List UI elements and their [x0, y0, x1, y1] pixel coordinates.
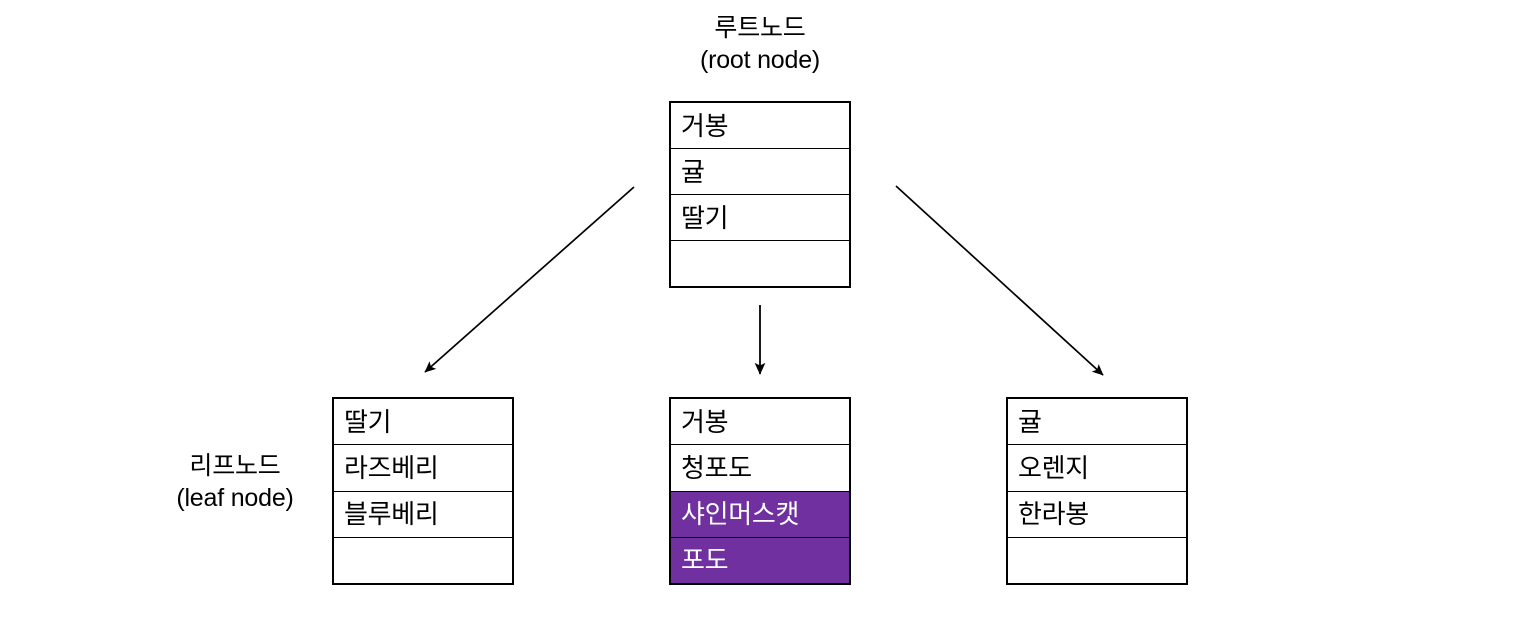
root-node-cell-1: 귤	[671, 149, 849, 195]
leaf-node-right-cell-3	[1008, 537, 1186, 583]
root-node-cell-2: 딸기	[671, 195, 849, 241]
root-node-caption-english: (root node)	[699, 46, 821, 74]
leaf-node-middle-cell-0: 거봉	[671, 399, 849, 446]
root-node-cell-0: 거봉	[671, 103, 849, 149]
leaf-node-right-cell-1: 오렌지	[1008, 445, 1186, 492]
leaf-node-caption-english: (leaf node)	[176, 484, 294, 512]
leaf-node-middle-cell-2: 샤인머스캣	[671, 491, 849, 538]
root-node-caption-korean: 루트노드	[714, 14, 806, 42]
leaf-node-left-cell-0: 딸기	[334, 399, 512, 446]
leaf-node-left-cell-2: 블루베리	[334, 491, 512, 538]
leaf-node-caption: 리프노드 (leaf node)	[140, 450, 330, 514]
leaf-node-middle-cell-1: 청포도	[671, 445, 849, 492]
root-node-caption: 루트노드 (root node)	[660, 12, 860, 76]
arrow-root-to-right-leaf	[895, 185, 1104, 376]
root-node-cell-3	[671, 241, 849, 286]
leaf-node-caption-korean: 리프노드	[189, 452, 281, 480]
leaf-node-left-cell-3	[334, 537, 512, 583]
leaf-node-middle-cell-3: 포도	[671, 537, 849, 583]
leaf-node-left: 딸기 라즈베리 블루베리	[332, 397, 514, 585]
leaf-node-left-cell-1: 라즈베리	[334, 445, 512, 492]
leaf-node-right-cell-2: 한라봉	[1008, 491, 1186, 538]
leaf-node-right-cell-0: 귤	[1008, 399, 1186, 446]
root-node: 거봉 귤 딸기	[669, 101, 851, 288]
leaf-node-middle: 거봉 청포도 샤인머스캣 포도	[669, 397, 851, 585]
leaf-node-right: 귤 오렌지 한라봉	[1006, 397, 1188, 585]
arrow-root-to-left-leaf	[424, 186, 635, 373]
